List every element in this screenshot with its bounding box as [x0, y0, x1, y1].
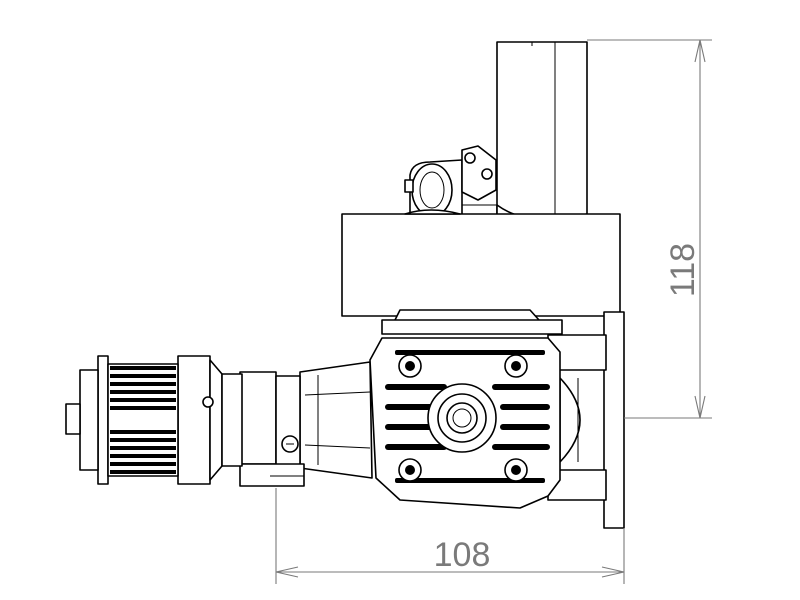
- width-dimension: 108: [275, 488, 625, 584]
- starter-pulley: [65, 355, 179, 485]
- height-dimension-label: 118: [664, 243, 702, 297]
- exhaust-stack: [496, 41, 588, 223]
- front-housing: [299, 361, 373, 479]
- crankcase: [369, 337, 561, 509]
- carburetor: [404, 145, 497, 217]
- width-dimension-label: 108: [434, 536, 491, 574]
- height-dimension: 118: [587, 39, 712, 419]
- cooling-fins: [385, 350, 550, 483]
- crankshaft-hub: [427, 383, 497, 453]
- ignition-module: [239, 371, 305, 487]
- crankcase-flange: [381, 309, 563, 335]
- pulley-grooves: [110, 366, 176, 474]
- mounting-bolts: [398, 354, 528, 482]
- prop-hub: [177, 355, 243, 485]
- cylinder-head-block: [341, 209, 621, 317]
